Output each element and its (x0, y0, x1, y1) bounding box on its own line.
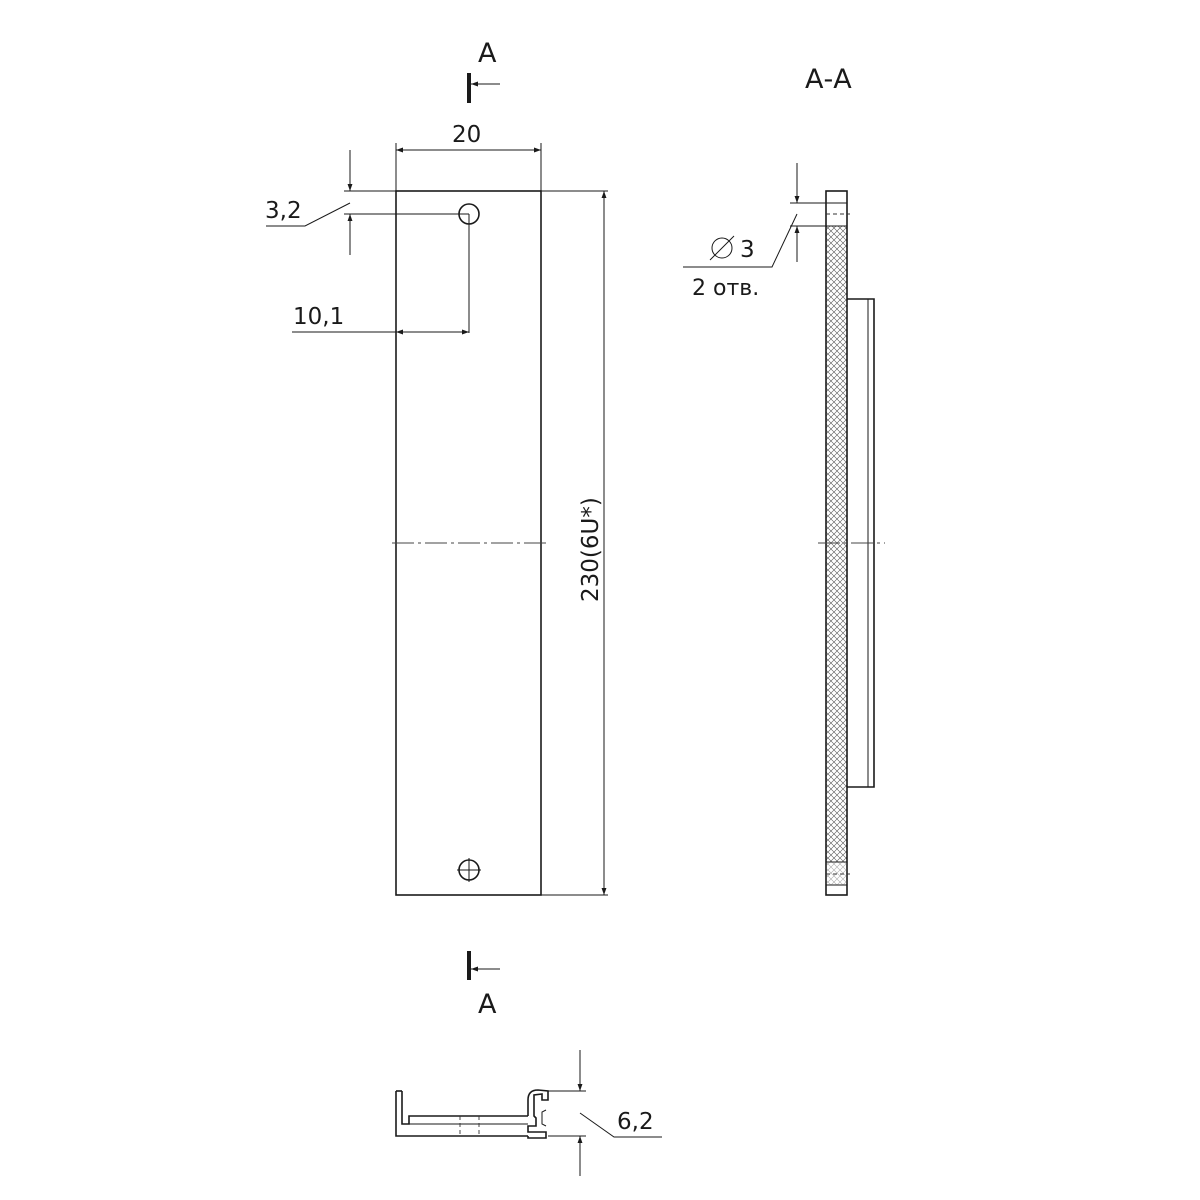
diameter-icon (711, 237, 733, 259)
section-label-top: A (478, 38, 497, 69)
section-mark-bottom: A (467, 951, 500, 1020)
dimension-hole-diameter: 3 2 отв. (683, 163, 826, 301)
section-view (818, 190, 885, 896)
dimension-height: 230(6U*) (541, 191, 608, 896)
dimension-top-offset: 3,2 (265, 150, 608, 255)
profile-view (395, 1089, 549, 1139)
section-title: А-А (805, 64, 852, 95)
profile-hook (527, 1089, 549, 1139)
section-backing-plate (847, 298, 875, 788)
dimension-height-label: 230(6U*) (578, 497, 604, 602)
dimension-hole-x-label: 10,1 (293, 304, 344, 330)
hole-diameter-label: 3 (740, 237, 755, 263)
front-view (392, 190, 546, 896)
section-mark-top: A (467, 38, 500, 103)
section-label-bottom: A (478, 989, 497, 1020)
dimension-width-label: 20 (452, 122, 481, 148)
dimension-width: 20 (395, 122, 542, 191)
dimension-top-offset-label: 3,2 (265, 198, 302, 224)
dimension-profile: 6,2 (548, 1050, 662, 1176)
dimension-profile-label: 6,2 (617, 1109, 654, 1135)
dimension-hole-x: 10,1 (292, 304, 469, 335)
hole-count-label: 2 отв. (692, 276, 759, 301)
section-body-hatch (826, 226, 847, 862)
